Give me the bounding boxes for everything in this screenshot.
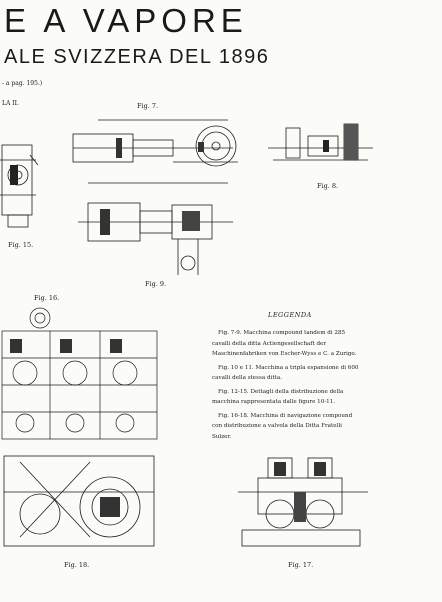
legend-text: Fig. 7-9. Macchina compound tandem di 28…: [212, 328, 362, 445]
fig18-caption: Fig. 18.: [64, 561, 90, 569]
fig16-drawing: [1, 307, 158, 440]
fig18-drawing: [3, 455, 155, 547]
fig15-drawing: [0, 144, 39, 228]
fig8-caption: Fig. 8.: [317, 182, 339, 190]
fig17-drawing: [238, 457, 368, 547]
page-reference-note: - a pag. 195.): [2, 80, 43, 87]
fig16-caption: Fig. 16.: [34, 294, 60, 302]
plate-number: LA II.: [2, 100, 19, 107]
fig9-caption: Fig. 9.: [145, 280, 167, 288]
legend-entry: Fig. 10 e 11. Macchina a tripla espansio…: [212, 364, 359, 382]
legend-title: LEGGENDA: [268, 311, 312, 319]
legend-entry: Fig. 12-15. Dettagli della distribuzione…: [212, 388, 344, 406]
fig17-caption: Fig. 17.: [288, 561, 314, 569]
fig7-drawing: [72, 119, 238, 167]
fig9-drawing: [78, 182, 233, 275]
legend-entry: Fig. 16-18. Macchina di navigazione comp…: [212, 412, 353, 440]
legend-entry: Fig. 7-9. Macchina compound tandem di 28…: [212, 330, 357, 357]
fig15-caption: Fig. 15.: [8, 241, 34, 249]
fig8-drawing: [268, 123, 373, 161]
page-subtitle: ALE SVIZZERA DEL 1896: [4, 46, 270, 68]
fig7-caption: Fig. 7.: [137, 102, 159, 110]
page-title: E A VAPORE: [4, 2, 248, 39]
